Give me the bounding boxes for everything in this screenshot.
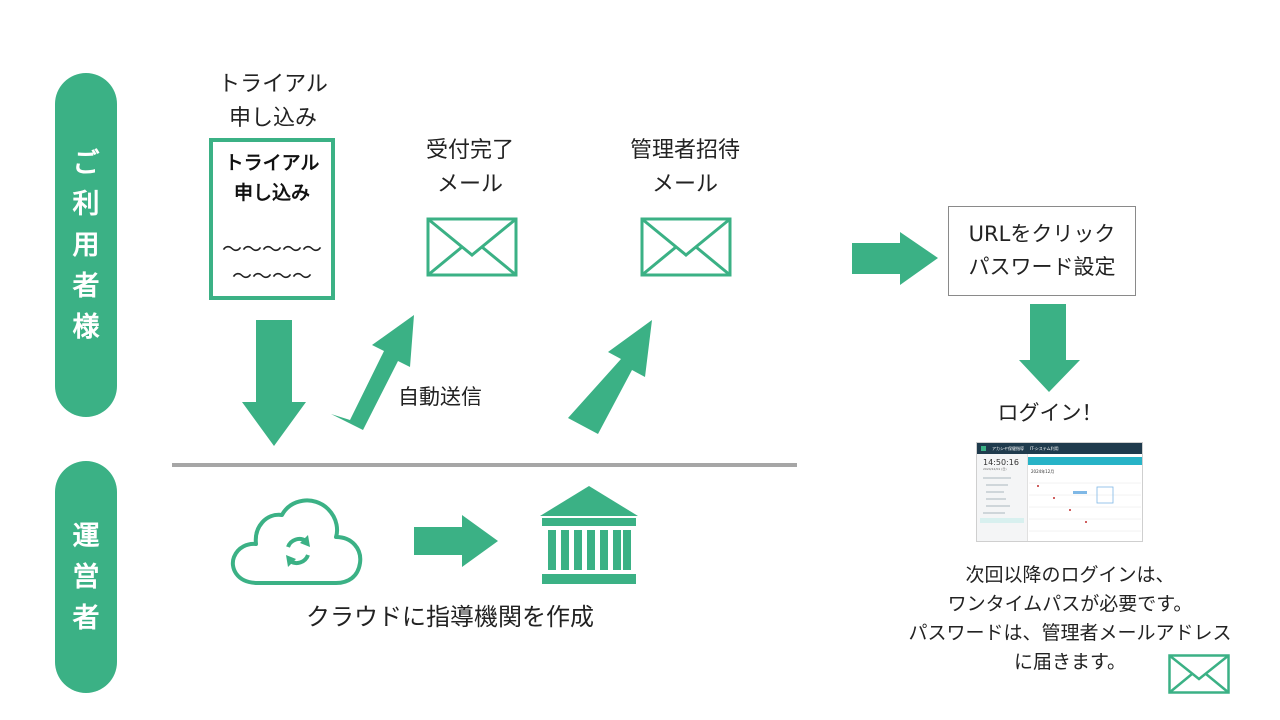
user-label-char: 者 — [72, 270, 100, 302]
login-note-line: パスワードは、管理者メールアドレス — [908, 622, 1232, 644]
preview-menu-line — [983, 512, 1005, 514]
reception-mail-line: 受付完了 — [425, 138, 514, 163]
url-box-line: URLをクリック — [968, 222, 1116, 246]
preview-menu-line — [983, 477, 1011, 479]
institution-building-icon — [540, 486, 638, 584]
preview-header-sub: IT-システム利用 — [1030, 445, 1059, 451]
envelope-icon — [426, 217, 518, 277]
arrow-right-institution — [414, 515, 498, 567]
user-label-char: 用 — [72, 229, 100, 261]
envelope-icon — [640, 217, 732, 277]
operator-label-char: 運 — [72, 520, 100, 552]
doc-wave-line: 〜〜〜〜 — [232, 264, 312, 288]
preview-tab-bar: 予約カレンダー — [1028, 457, 1142, 473]
preview-menu-line — [986, 484, 1008, 486]
preview-date: 2024/12/01 (日) — [983, 467, 1007, 471]
preview-menu-line — [986, 491, 1004, 493]
operator-side-label: 運 営 者 — [55, 461, 117, 693]
trial-application-document: トライアル 申し込み 〜〜〜〜〜 〜〜〜〜 — [209, 138, 335, 300]
preview-menu-line — [986, 505, 1010, 507]
preview-clock: 14:50:16 — [983, 458, 1019, 467]
cloud-sync-icon — [230, 498, 363, 585]
envelope-icon — [1168, 654, 1230, 694]
preview-menu-items — [977, 477, 1027, 523]
user-label-char: 様 — [72, 311, 100, 343]
doc-title: トライアル 申し込み — [213, 148, 331, 208]
preview-tab: 予約カレンダー — [1032, 469, 1054, 473]
reception-mail-line: メール — [436, 172, 503, 197]
arrow-down-login — [1019, 304, 1080, 392]
preview-menu-active — [980, 518, 1024, 523]
operator-label-char: 営 — [72, 561, 100, 593]
trial-title-line: 申し込み — [228, 106, 317, 131]
admin-invite-mail-line: 管理者招待 — [629, 138, 740, 163]
preview-header-title: アカシヤ保健指導 — [992, 445, 1024, 451]
operator-label-char: 者 — [72, 602, 100, 634]
preview-menu-line — [986, 498, 1006, 500]
arrow-up-reception — [331, 315, 414, 430]
url-box-line: パスワード設定 — [968, 255, 1116, 279]
trial-title-line: トライアル — [218, 72, 328, 97]
preview-sidebar: 14:50:16 2024/12/01 (日) — [977, 454, 1028, 541]
preview-logo-icon — [981, 446, 986, 451]
doc-title-line: 申し込み — [233, 182, 310, 204]
preview-month: 2024年12月 — [1031, 469, 1055, 474]
doc-wave-lines: 〜〜〜〜〜 〜〜〜〜 — [213, 236, 331, 290]
login-label: ログイン！ — [997, 401, 1103, 425]
login-notes: 次回以降のログインは、 ワンタイムパスが必要です。 パスワードは、管理者メールア… — [880, 561, 1260, 677]
cloud-caption: クラウドに指導機関を作成 — [306, 603, 594, 631]
arrow-up-admin-invite — [568, 320, 652, 434]
user-side-label: ご 利 用 者 様 — [55, 73, 117, 417]
preview-calendar-grid — [1029, 482, 1141, 532]
auto-send-label: 自動送信 — [398, 385, 482, 409]
doc-title-line: トライアル — [224, 152, 320, 174]
arrow-right-url — [852, 232, 938, 285]
arrow-down-trial — [242, 320, 306, 446]
admin-invite-mail-label: 管理者招待 メール — [610, 134, 760, 202]
user-label-char: 利 — [72, 188, 100, 220]
trial-title: トライアル 申し込み — [200, 68, 346, 136]
admin-invite-mail-line: メール — [651, 172, 718, 197]
preview-header: アカシヤ保健指導 IT-システム利用 — [977, 443, 1142, 454]
login-note-line: ワンタイムパスが必要です。 — [947, 593, 1193, 615]
reception-mail-label: 受付完了 メール — [400, 134, 540, 202]
section-divider — [172, 463, 797, 467]
user-label-char: ご — [72, 147, 100, 179]
dashboard-preview: アカシヤ保健指導 IT-システム利用 14:50:16 2024/12/01 (… — [976, 442, 1143, 542]
login-note-line: 次回以降のログインは、 — [965, 564, 1175, 586]
url-click-box: URLをクリック パスワード設定 — [948, 206, 1136, 296]
login-note-line: に届きます。 — [1013, 651, 1127, 673]
doc-wave-line: 〜〜〜〜〜 — [222, 237, 322, 261]
